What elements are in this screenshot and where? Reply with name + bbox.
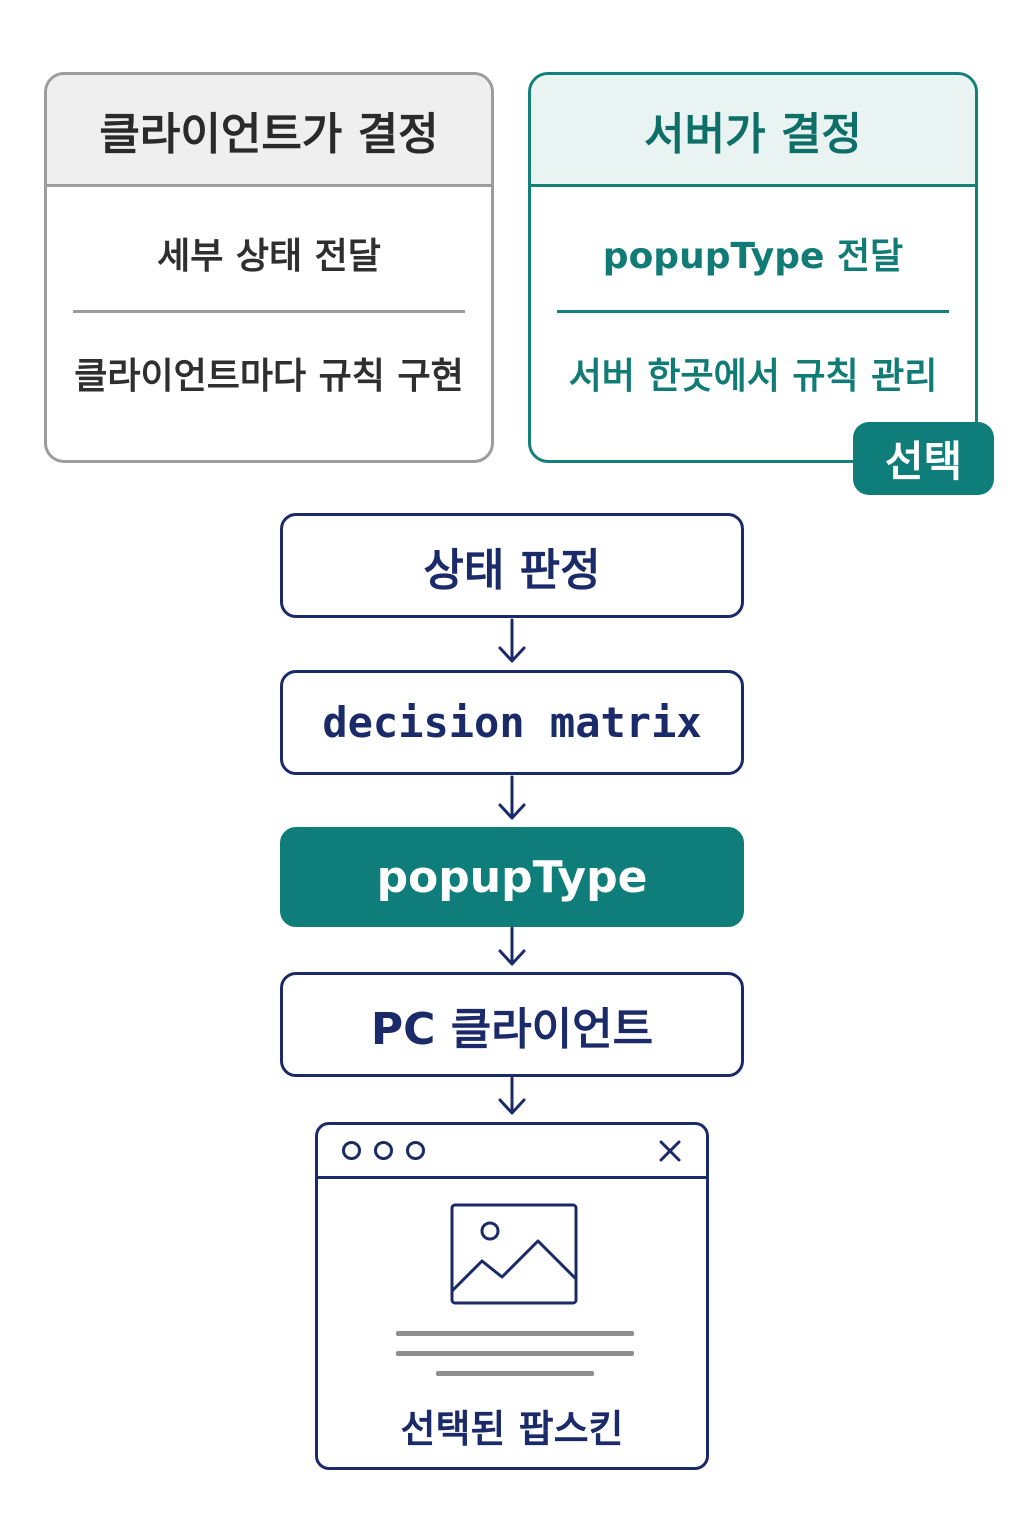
window-dot-icon: [406, 1141, 425, 1160]
arrow-down-icon: [498, 618, 526, 663]
client-card-divider: [73, 310, 465, 313]
image-icon: [450, 1203, 578, 1305]
window-title-bar: [318, 1125, 706, 1179]
flow-step-decision-matrix: decision matrix: [280, 670, 744, 775]
server-decides-card: 서버가 결정 popupType 전달 서버 한곳에서 규칙 관리: [528, 72, 978, 463]
flow-step-popup-type: popupType: [280, 827, 744, 927]
flow-step-pc-client: PC 클라이언트: [280, 972, 744, 1077]
arrow-down-icon: [498, 775, 526, 820]
popup-window: 선택된 팝스킨: [315, 1122, 709, 1470]
window-dot-icon: [374, 1141, 393, 1160]
client-card-row-2: 클라이언트마다 규칙 구현: [74, 356, 464, 397]
arrow-down-icon: [498, 926, 526, 966]
selected-badge: 선택: [853, 422, 994, 495]
client-decides-card: 클라이언트가 결정 세부 상태 전달 클라이언트마다 규칙 구현: [44, 72, 494, 463]
client-card-row-1: 세부 상태 전달: [157, 236, 381, 277]
flow-step-state-judgement: 상태 판정: [280, 513, 744, 618]
server-card-title: 서버가 결정: [531, 75, 975, 187]
text-placeholder-line: [396, 1351, 634, 1356]
close-icon[interactable]: [658, 1139, 682, 1163]
arrow-down-icon: [498, 1076, 526, 1115]
window-dot-icon: [342, 1141, 361, 1160]
text-placeholder-line: [436, 1371, 594, 1376]
client-card-title: 클라이언트가 결정: [47, 75, 491, 187]
text-placeholder-line: [396, 1331, 634, 1336]
server-card-row-1: popupType 전달: [602, 236, 904, 277]
window-caption: 선택된 팝스킨: [400, 1406, 624, 1451]
server-card-divider: [557, 310, 949, 313]
server-card-row-2: 서버 한곳에서 규칙 관리: [568, 356, 938, 397]
